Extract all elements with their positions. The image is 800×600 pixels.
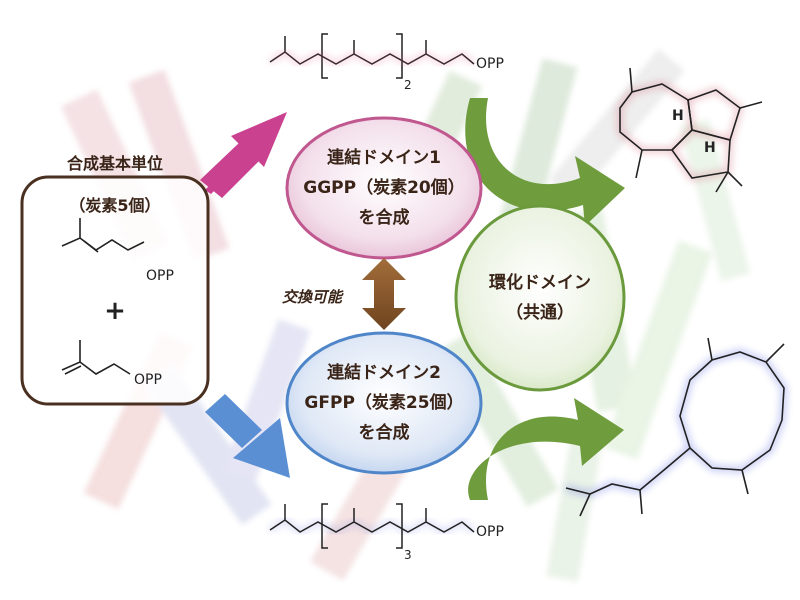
ggpp-structure <box>269 33 475 79</box>
blue-arrow-head <box>233 418 290 478</box>
ggpp-repeat-count: 2 <box>404 78 412 92</box>
gfpp-opp-label: OPP <box>476 524 504 540</box>
ipp-structure <box>61 340 131 375</box>
linking-domain-1-line2: GGPP（炭素20個） <box>303 178 465 198</box>
linking-domain-1-line1: 連結ドメイン1 <box>327 148 441 168</box>
green-arrow-top <box>465 98 625 226</box>
blue-arrow-body <box>205 394 262 448</box>
gfpp-structure <box>269 503 475 549</box>
linking-domain-1-label: 連結ドメイン1 GGPP（炭素20個） を合成 <box>287 118 481 258</box>
product-top-h2: H <box>704 140 716 156</box>
substrate-title-line1: 合成基本単位 <box>66 154 163 173</box>
dmapp-structure <box>61 218 145 253</box>
cyclization-domain-label: 環化ドメイン （共通） <box>456 206 624 390</box>
linking-domain-2-line2: GFPP（炭素25個） <box>304 393 464 413</box>
ggpp-opp-label: OPP <box>476 56 504 72</box>
gfpp-repeat-count: 3 <box>404 548 412 562</box>
pink-arrow-body <box>200 142 260 198</box>
cyclization-domain-ellipse <box>454 204 626 392</box>
linking-domain-2-line3: を合成 <box>358 423 410 443</box>
product-top-h1: H <box>672 108 684 124</box>
cyclization-domain-line2: （共通） <box>506 303 574 323</box>
ggpp-glow <box>268 49 476 67</box>
cyclization-domain-line1: 環化ドメイン <box>489 273 591 293</box>
plus-sign: + <box>104 296 126 326</box>
dmapp-opp-label: OPP <box>146 268 174 284</box>
linking-domain-2-ellipse <box>285 331 483 475</box>
green-arrow-bottom <box>468 398 624 500</box>
exchange-arrow <box>362 258 406 330</box>
linking-domain-2-line1: 連結ドメイン2 <box>327 363 441 383</box>
product-top-structure <box>619 67 763 193</box>
linking-domain-1-line3: を合成 <box>358 208 410 228</box>
product-bottom-structure <box>565 337 785 517</box>
substrate-title-line2: （炭素5個） <box>69 196 161 215</box>
linking-domain-2-label: 連結ドメイン2 GFPP（炭素25個） を合成 <box>287 333 481 473</box>
ipp-opp-label: OPP <box>134 372 162 388</box>
exchange-label: 交換可能 <box>281 288 342 306</box>
substrate-box <box>20 175 210 406</box>
